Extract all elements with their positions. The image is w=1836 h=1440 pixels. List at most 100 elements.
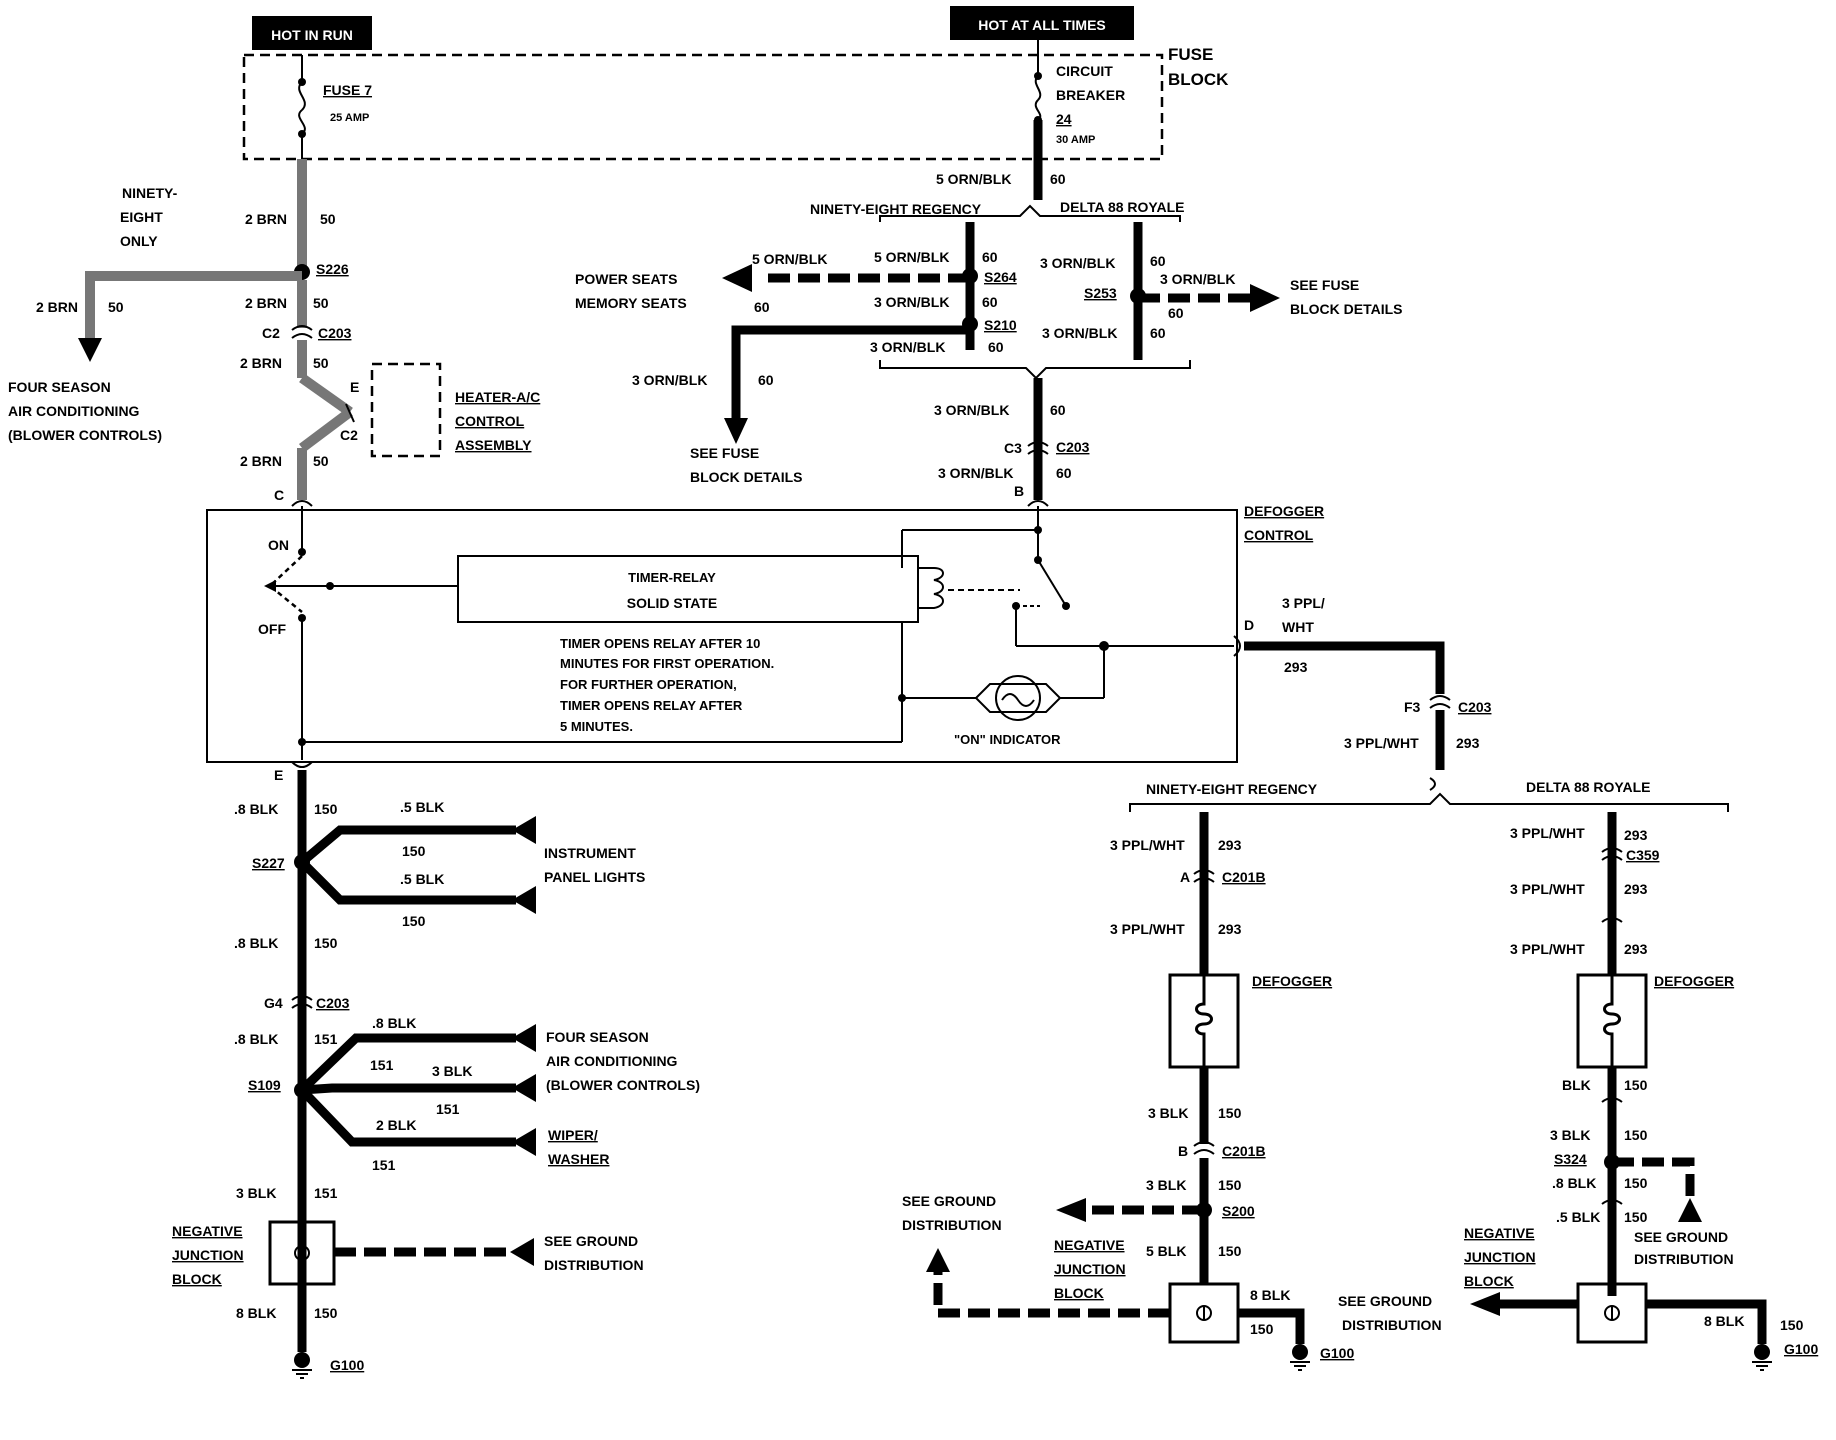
svg-text:50: 50 [320,211,336,227]
svg-text:3 BLK: 3 BLK [1146,1177,1186,1193]
svg-text:150: 150 [1624,1209,1648,1225]
svg-text:S210: S210 [984,317,1017,333]
svg-text:G100: G100 [330,1357,364,1373]
defogger-control-box [206,509,1238,763]
svg-text:.8 BLK: .8 BLK [372,1015,416,1031]
svg-text:60: 60 [1056,465,1072,481]
svg-text:TIMER OPENS RELAY AFTER 10: TIMER OPENS RELAY AFTER 10 [560,636,760,651]
svg-text:293: 293 [1284,659,1308,675]
wire-to-instrument-panel-lights-2 [298,858,516,905]
svg-text:DEFOGGER: DEFOGGER [1252,973,1332,989]
wire-2brn-to-four-season [85,271,302,340]
svg-text:NEGATIVE: NEGATIVE [172,1223,243,1239]
svg-text:.5 BLK: .5 BLK [400,799,444,815]
svg-text:BREAKER: BREAKER [1056,87,1125,103]
svg-text:C2: C2 [340,427,358,443]
svg-text:60: 60 [1150,325,1166,341]
svg-text:TIMER OPENS RELAY AFTER: TIMER OPENS RELAY AFTER [560,698,743,713]
svg-text:BLOCK: BLOCK [1464,1273,1514,1289]
svg-text:3 BLK: 3 BLK [236,1185,276,1201]
svg-text:.5 BLK: .5 BLK [400,871,444,887]
arrow-power-seats [722,264,752,292]
svg-text:BLOCK: BLOCK [1168,70,1229,89]
connector-c201b-b [1193,1141,1215,1155]
svg-text:DELTA 88 ROYALE: DELTA 88 ROYALE [1526,779,1650,795]
relay-contact-icon [1037,559,1067,607]
svg-text:25 AMP: 25 AMP [330,112,369,124]
fuse-block-outline [242,53,1164,161]
svg-text:3 ORN/BLK: 3 ORN/BLK [1040,255,1115,271]
svg-text:150: 150 [1780,1317,1804,1333]
svg-text:C203: C203 [316,995,350,1011]
svg-text:8 BLK: 8 BLK [236,1305,276,1321]
svg-text:150: 150 [402,913,426,929]
svg-text:HEATER-A/C: HEATER-A/C [455,389,540,405]
svg-text:293: 293 [1218,837,1242,853]
svg-text:SEE GROUND: SEE GROUND [902,1193,996,1209]
svg-text:DEFOGGER: DEFOGGER [1654,973,1734,989]
arrow-fuse-block-left [724,418,748,444]
svg-text:E: E [350,379,359,395]
svg-text:293: 293 [1624,827,1648,843]
svg-text:50: 50 [108,299,124,315]
svg-text:8 BLK: 8 BLK [1250,1287,1290,1303]
svg-text:293: 293 [1624,941,1648,957]
svg-text:NEGATIVE: NEGATIVE [1464,1225,1535,1241]
svg-text:SEE GROUND: SEE GROUND [1634,1229,1728,1245]
svg-text:E: E [274,767,283,783]
svg-text:2 BRN: 2 BRN [245,211,287,227]
on-indicator-lamp-icon [974,675,1062,721]
svg-text:3 PPL/WHT: 3 PPL/WHT [1510,941,1585,957]
svg-text:JUNCTION: JUNCTION [172,1247,244,1263]
svg-text:3 ORN/BLK: 3 ORN/BLK [870,339,945,355]
svg-text:HOT IN RUN: HOT IN RUN [271,27,353,43]
svg-text:NEGATIVE: NEGATIVE [1054,1237,1125,1253]
svg-text:S226: S226 [316,261,349,277]
svg-text:3 PPL/: 3 PPL/ [1282,595,1325,611]
circuit-breaker-label: CIRCUIT [1056,63,1113,79]
svg-text:BLK: BLK [1562,1077,1591,1093]
svg-text:151: 151 [372,1157,396,1173]
connector-c359 [1601,847,1623,861]
connector-c-defogger [291,500,313,507]
svg-text:CONTROL: CONTROL [1244,527,1314,543]
svg-text:3 ORN/BLK: 3 ORN/BLK [938,465,1013,481]
svg-text:3 PPL/WHT: 3 PPL/WHT [1510,825,1585,841]
svg-text:2 BRN: 2 BRN [36,299,78,315]
svg-text:60: 60 [1050,171,1066,187]
svg-text:JUNCTION: JUNCTION [1054,1261,1126,1277]
svg-text:293: 293 [1218,921,1242,937]
svg-text:60: 60 [754,299,770,315]
svg-text:150: 150 [1624,1175,1648,1191]
svg-text:150: 150 [1624,1077,1648,1093]
svg-text:3 PPL/WHT: 3 PPL/WHT [1510,881,1585,897]
svg-text:2 BLK: 2 BLK [376,1117,416,1133]
svg-text:C203: C203 [1056,439,1090,455]
svg-text:F3: F3 [1404,699,1421,715]
svg-text:NINETY-: NINETY- [122,185,178,201]
ground-g100-left [292,1352,312,1379]
svg-text:MINUTES FOR FIRST OPERATION.: MINUTES FOR FIRST OPERATION. [560,656,774,671]
svg-text:G100: G100 [1784,1341,1818,1357]
svg-text:C359: C359 [1626,847,1660,863]
svg-text:NINETY-EIGHT REGENCY: NINETY-EIGHT REGENCY [1146,781,1318,797]
hot-in-run-tag: HOT IN RUN [252,16,372,50]
svg-text:JUNCTION: JUNCTION [1464,1249,1536,1265]
svg-text:BLOCK: BLOCK [1054,1285,1104,1301]
svg-text:S227: S227 [252,855,285,871]
svg-text:SEE FUSE: SEE FUSE [1290,277,1359,293]
svg-text:DISTRIBUTION: DISTRIBUTION [1342,1317,1442,1333]
svg-text:.8 BLK: .8 BLK [234,801,278,817]
svg-text:2 BRN: 2 BRN [245,295,287,311]
svg-text:ASSEMBLY: ASSEMBLY [455,437,532,453]
option-bracket-output [1129,792,1729,812]
svg-text:5 ORN/BLK: 5 ORN/BLK [752,251,827,267]
svg-text:BLOCK DETAILS: BLOCK DETAILS [690,469,803,485]
timer-relay [457,555,919,623]
svg-text:WASHER: WASHER [548,1151,609,1167]
svg-text:BLOCK: BLOCK [172,1271,222,1287]
svg-text:FOR FURTHER OPERATION,: FOR FURTHER OPERATION, [560,677,737,692]
ground-g100-nr [1290,1344,1310,1371]
svg-text:151: 151 [436,1101,460,1117]
connector-c203-f3 [1429,695,1451,709]
